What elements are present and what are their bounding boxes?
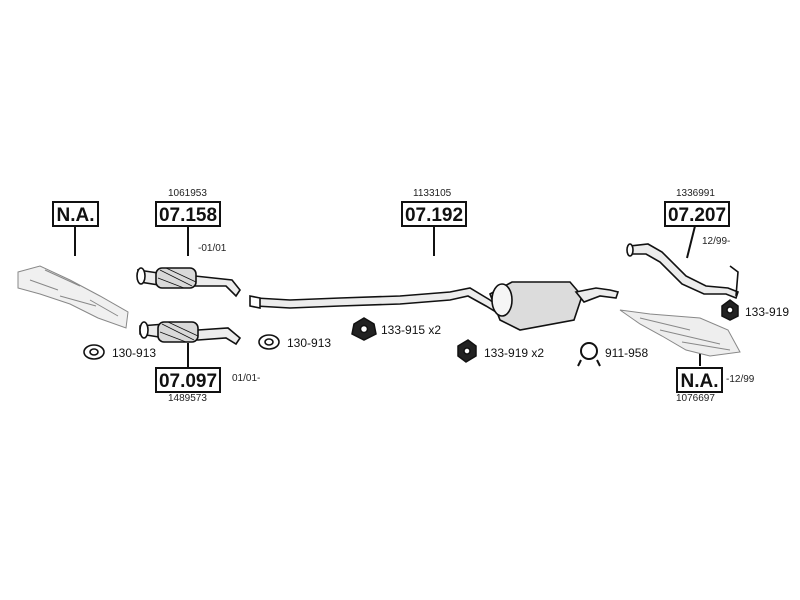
part-label-clamp-958: 911-958 bbox=[605, 346, 649, 360]
callout-left-na: N.A. bbox=[52, 201, 99, 227]
ref-07-158: 1061953 bbox=[168, 188, 207, 199]
rubber-mount-icon bbox=[351, 317, 377, 341]
note-07-158: -01/01 bbox=[198, 243, 227, 254]
gasket-icon bbox=[258, 334, 280, 350]
callout-07-192: 07.192 bbox=[401, 201, 467, 227]
ref-07-097: 1489573 bbox=[168, 393, 207, 404]
ref-right-na: 1076697 bbox=[676, 393, 715, 404]
rubber-mount-icon bbox=[721, 299, 739, 321]
part-label-gasket-mid: 130-913 bbox=[287, 336, 332, 350]
front-pipe-lower-shape bbox=[139, 321, 242, 346]
middle-silencer-shape bbox=[249, 281, 620, 331]
part-label-rubber-mount-919-right: 133-919 bbox=[745, 305, 790, 319]
ref-07-207: 1336991 bbox=[676, 188, 715, 199]
note-07-207: 12/99- bbox=[702, 236, 731, 247]
clamp-icon bbox=[577, 342, 601, 367]
note-07-097: 01/01- bbox=[232, 373, 261, 384]
callout-07-097: 07.097 bbox=[155, 367, 221, 393]
gasket-icon bbox=[83, 344, 105, 360]
callout-right-na: N.A. bbox=[676, 367, 723, 393]
front-pipe-upper-shape bbox=[136, 267, 241, 298]
part-label-gasket-left: 130-913 bbox=[112, 346, 157, 360]
part-label-rubber-mount-915: 133-915 x2 bbox=[381, 323, 442, 337]
ref-07-192: 1133105 bbox=[413, 188, 452, 199]
leader-07-207 bbox=[686, 225, 696, 259]
heat-shield-shape bbox=[619, 309, 741, 357]
rubber-mount-icon bbox=[457, 339, 477, 363]
part-label-rubber-mount-919: 133-919 x2 bbox=[484, 346, 545, 360]
callout-07-158: 07.158 bbox=[155, 201, 221, 227]
note-right-na: -12/99 bbox=[726, 374, 755, 385]
manifold-shape bbox=[17, 265, 129, 329]
rear-pipe-shape bbox=[626, 243, 739, 300]
callout-07-207: 07.207 bbox=[664, 201, 730, 227]
